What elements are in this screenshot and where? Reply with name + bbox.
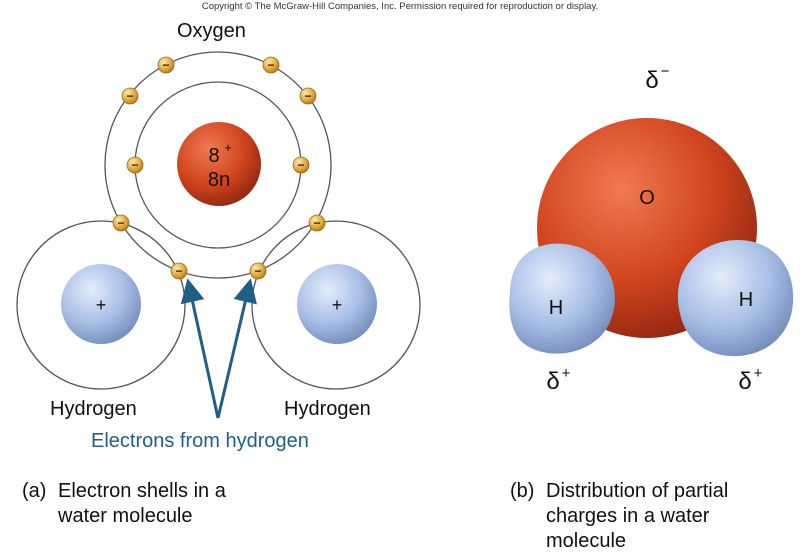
arrow-to-left-electron xyxy=(180,278,220,419)
hydrogen-left-symbol: H xyxy=(549,297,563,319)
electron: − xyxy=(308,214,326,232)
electron: − xyxy=(126,156,144,174)
caption-a-letter: (a) xyxy=(22,480,47,502)
oxygen-symbol: O xyxy=(639,187,655,209)
delta-plus-right-symbol: δ xyxy=(738,368,751,395)
copyright-notice: Copyright © The McGraw-Hill Companies, I… xyxy=(201,1,599,12)
hydrogen-right-shell xyxy=(251,220,421,390)
svg-text:−: − xyxy=(304,89,311,103)
nucleus-charge: 8 xyxy=(208,145,219,167)
electron-shared-left: − xyxy=(170,262,188,280)
arrow-to-right-electron xyxy=(216,278,257,419)
oxygen-outer-shell xyxy=(104,51,332,279)
svg-text:−: − xyxy=(267,58,274,72)
svg-text:−: − xyxy=(131,158,138,172)
nucleus-charge-sign: + xyxy=(224,140,232,155)
delta-minus-symbol: δ xyxy=(645,67,658,94)
electron: − xyxy=(112,214,130,232)
svg-text:−: − xyxy=(254,264,261,278)
svg-text:−: − xyxy=(297,158,304,172)
electron: − xyxy=(299,87,317,105)
caption-b-line2: charges in a water xyxy=(546,505,710,527)
hydrogen-left-proton: + xyxy=(96,295,107,315)
nucleus-neutrons: 8n xyxy=(208,169,230,191)
oxygen-label: Oxygen xyxy=(177,20,246,42)
svg-text:−: − xyxy=(126,89,133,103)
hydrogen-right-nucleus xyxy=(297,264,377,344)
svg-text:−: − xyxy=(313,216,320,230)
svg-text:−: − xyxy=(162,58,169,72)
electron: − xyxy=(121,87,139,105)
electron: − xyxy=(157,56,175,74)
caption-b-line3: molecule xyxy=(546,530,627,552)
hydrogen-right-sphere xyxy=(677,240,794,357)
delta-plus-left-symbol: δ xyxy=(546,368,559,395)
caption-a-line2: water molecule xyxy=(58,505,193,527)
svg-text:−: − xyxy=(175,264,182,278)
caption-b-line1: Distribution of partial xyxy=(546,480,729,502)
caption-b: (b) Distribution of partial charges in a … xyxy=(510,479,728,554)
hydrogen-left-sphere xyxy=(509,243,615,354)
hydrogen-right-label: Hydrogen xyxy=(284,398,371,420)
electron-shared-right: − xyxy=(249,262,267,280)
delta-plus-left-sign: + xyxy=(562,365,571,382)
hydrogen-left-nucleus xyxy=(61,264,141,344)
electrons: − − − − − − − − − − xyxy=(112,56,326,280)
electron: − xyxy=(292,156,310,174)
delta-plus-right-sign: + xyxy=(754,365,763,382)
delta-minus-sign: − xyxy=(661,63,670,80)
hydrogen-left-label: Hydrogen xyxy=(50,398,137,420)
hydrogen-left-shell xyxy=(16,220,186,390)
hydrogen-right-proton: + xyxy=(332,295,343,315)
arrow-label: Electrons from hydrogen xyxy=(91,430,309,452)
caption-a-line1: Electron shells in a xyxy=(58,480,226,502)
hydrogen-right-symbol: H xyxy=(739,289,753,311)
caption-b-letter: (b) xyxy=(510,480,535,502)
oxygen-nucleus xyxy=(177,122,261,206)
electron: − xyxy=(262,56,280,74)
caption-a: (a) Electron shells in a water molecule xyxy=(22,479,226,529)
svg-text:−: − xyxy=(117,216,124,230)
